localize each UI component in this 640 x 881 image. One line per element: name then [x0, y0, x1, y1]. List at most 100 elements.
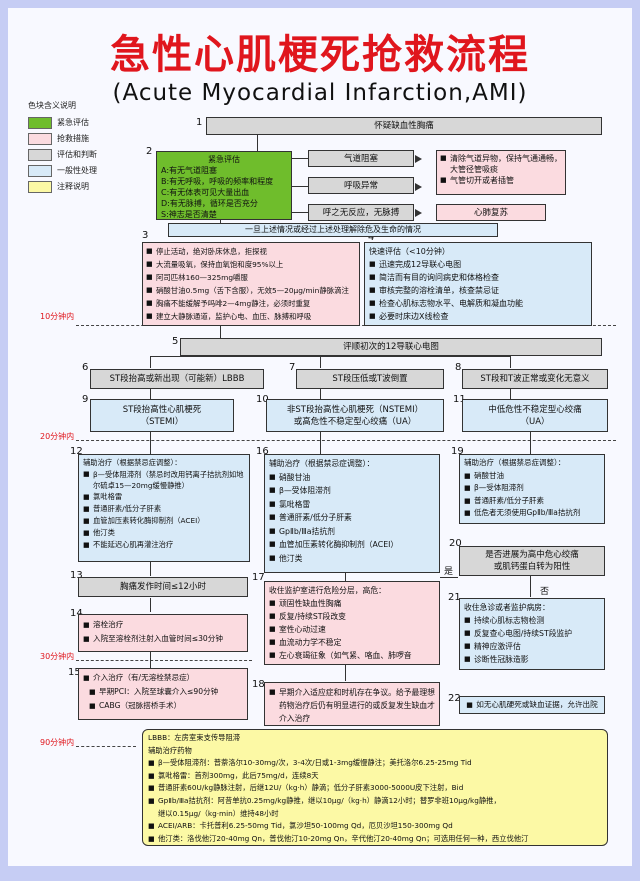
connector: [150, 652, 151, 668]
thrombolysis-item: 入院至溶栓剂注射入血管时间≤30分钟: [83, 632, 243, 646]
notes-line: 氯吡格雷：首剂300mg，此后75mg/d，连续8天: [148, 770, 602, 783]
page-title: 急性心肌梗死抢救流程: [110, 31, 530, 78]
step-number: 18: [252, 679, 265, 690]
node-2-line: A:有无气道阻塞: [161, 166, 218, 175]
therapy-item: 低危者无须使用GpⅡb/Ⅲa拮抗剂: [464, 507, 600, 520]
medication-notes-box: LBBB：左房室束支传导阻滞 辅助治疗药物 β—受体阻滞剂：普萘洛尔10-30m…: [142, 729, 608, 846]
treatment-item: 胸痛不能缓解予吗啡2—4mg静注，必须时重复: [146, 297, 356, 310]
therapy-item: 硝酸甘油: [464, 470, 600, 483]
legend-item: 紧急评估: [28, 115, 97, 130]
node-16-adjunct-therapy: 辅助治疗（根据禁忌症调整）： 硝酸甘油 β—受体阻滞剂 氯吡格雷 普通肝素/低分…: [264, 454, 440, 573]
legend-swatch: [28, 116, 52, 129]
step-number: 19: [451, 446, 464, 457]
notes-line: LBBB：左房室束支传导阻滞: [148, 733, 241, 742]
connector: [292, 212, 308, 213]
step-number: 16: [256, 446, 269, 457]
legend-item: 抢救措施: [28, 131, 97, 146]
node-12-heading: 辅助治疗（根据禁忌症调整）：: [83, 458, 182, 467]
node-10-line: 非ST段抬高性心肌梗死（NSTEMI）: [286, 404, 424, 415]
legend-label: 注释说明: [57, 182, 89, 191]
node-2-line: D:有无脉搏，循环是否充分: [161, 199, 258, 208]
connector: [292, 158, 308, 159]
intervention-item: 早期PCI：入院至球囊介入≤90分钟: [89, 685, 243, 699]
step-number: 6: [82, 362, 89, 373]
therapy-item: 氯吡格雷: [269, 498, 435, 512]
node-13-onset-within-12h: 胸痛发作时间≤12小时: [78, 577, 248, 597]
step-number: 12: [70, 446, 83, 457]
cpr-box: 心肺复苏: [436, 204, 546, 221]
step-number: 3: [142, 230, 149, 241]
therapy-item: 普通肝素/低分子肝素: [269, 511, 435, 525]
connector: [150, 356, 510, 357]
node-1-suspected-ischemic-chest-pain: 怀疑缺血性胸痛: [206, 117, 602, 135]
airway-management: 清除气道异物，保持气通通畅，大管径管吸痰 气管切开或者插管: [436, 150, 566, 195]
time-note: 20分钟内: [40, 432, 75, 441]
connector: [320, 389, 321, 399]
legend-swatch: [28, 148, 52, 161]
connector: [510, 356, 511, 368]
node-10-nstemi: 非ST段抬高性心肌梗死（NSTEMI） 或高危性不稳定型心绞痛（UA）: [266, 399, 444, 432]
step-number: 15: [68, 667, 81, 678]
connector: [257, 135, 258, 151]
assessment-item: 检查心肌标志物水平、电解质和凝血功能: [369, 297, 587, 310]
step-number: 14: [70, 608, 83, 619]
risk-item: 左心衰竭征象（如气紧、咯血、肺啰音: [269, 649, 435, 662]
node-5-initial-ecg-review: 评顺初次的12导联心电图: [180, 338, 602, 356]
node-9-line: ST段抬高性心肌梗死: [122, 404, 202, 415]
node-17-risk-stratification: 收住监护室进行危险分层，高危： 顽固性缺血性胸痛 反复/持续ST段改变 室性心动…: [264, 581, 440, 665]
therapy-item: β—受体阻滞剂（禁忌时改用钙离子拮抗剂如地尔硫卓15—20mg缓慢静推）: [83, 469, 245, 491]
therapy-item: 他汀类: [83, 527, 245, 539]
node-19-heading: 辅助治疗（根据禁忌症调整）：: [464, 458, 566, 467]
connector: [345, 573, 346, 581]
node-15-interventional: 介入治疗（有/无溶栓禁忌症） 早期PCI：入院至球囊介入≤90分钟 CABG（冠…: [78, 668, 248, 720]
node-2-line: B:有无呼吸，呼吸的频率和程度: [161, 177, 274, 186]
connector: [440, 577, 458, 578]
unresponsive-no-pulse: 呼之无反应，无脉搏: [308, 204, 414, 221]
step-number: 21: [448, 592, 461, 603]
legend-label: 一般性处理: [57, 166, 97, 175]
connector: [320, 356, 321, 368]
breathing-abnormal: 呼吸异常: [308, 177, 414, 194]
node-4-rapid-assessment: 快速评估（<10分钟） 迅速完成12导联心电图 简洁而有目的询问病史和体格检查 …: [364, 242, 592, 326]
step-number: 13: [70, 570, 83, 581]
notes-line: β—受体阻滞剂：普萘洛尔10-30mg/次，3-4次/日或1-3mg缓慢静注；美…: [148, 757, 602, 770]
legend-item: 注释说明: [28, 179, 97, 194]
step-number: 17: [252, 572, 265, 583]
connector: [150, 562, 151, 576]
node-11-line: 中低危性不稳定型心绞痛: [488, 404, 582, 415]
node-22-text: 如无心肌硬死或缺血证据，允许出院: [466, 699, 598, 711]
node-10-line: 或高危性不稳定型心绞痛（UA）: [293, 416, 417, 427]
step-number: 10: [256, 394, 269, 405]
legend-item: 一般性处理: [28, 163, 97, 178]
node-22-discharge: 如无心肌硬死或缺血证据，允许出院: [459, 696, 605, 714]
therapy-item: 他汀类: [269, 552, 435, 566]
node-6-st-elevation: ST段抬高或新出现（可能新）LBBB: [90, 369, 264, 389]
risk-item: 反复/持续ST段改变: [269, 610, 435, 623]
legend-label: 紧急评估: [57, 118, 89, 127]
assessment-item: 简洁而有目的询问病史和体格检查: [369, 271, 587, 284]
notes-line: 普通肝素60U/kg静脉注射，后继12U/（kg·h）静滴；低分子肝素3000-…: [148, 782, 602, 795]
time-divider: [76, 660, 252, 661]
legend-label: 评估和判断: [57, 150, 97, 159]
node-21-heading: 收住急诊或者监护病房：: [464, 603, 550, 612]
monitor-item: 诊断性冠脉造影: [464, 653, 600, 666]
therapy-item: 血管加压素转化酶抑制剂（ACEI）: [269, 538, 435, 552]
airway-obstruction: 气道阻塞: [308, 150, 414, 167]
no-label: 否: [540, 587, 550, 597]
therapy-item: 不能延迟心肌再灌注治疗: [83, 539, 245, 551]
connector-arrow: [415, 209, 422, 217]
treatment-item: 硝酸甘油0.5mg（舌下含服），无效5—20μg/min静脉滴注: [146, 284, 356, 297]
after-stabilization-note: 一旦上述情况或经过上述处理解除危及生命的情况: [168, 223, 498, 237]
step-number: 5: [172, 336, 179, 347]
node-8-st-normal: ST段和T波正常或变化无意义: [462, 369, 608, 389]
node-20-line: 是否进展为高中危心绞痛: [485, 550, 579, 560]
time-note: 30分钟内: [40, 652, 75, 661]
connector: [345, 665, 346, 681]
node-17-heading: 收住监护室进行危险分层，高危：: [269, 586, 386, 595]
node-18-text: 早期介入适应症和时机存在争议。给予最理想药物治疗后仍有明显进行的或反复发生缺血才…: [269, 686, 435, 725]
assessment-item: 审核完整的溶栓清单，核查禁忌证: [369, 284, 587, 297]
page-subtitle: (Acute Myocardial Infarction,AMI): [112, 80, 528, 106]
assessment-item: 必要时床边X线检查: [369, 310, 587, 323]
time-divider: [76, 440, 616, 441]
thrombolysis-item: 溶栓治疗: [83, 618, 243, 632]
